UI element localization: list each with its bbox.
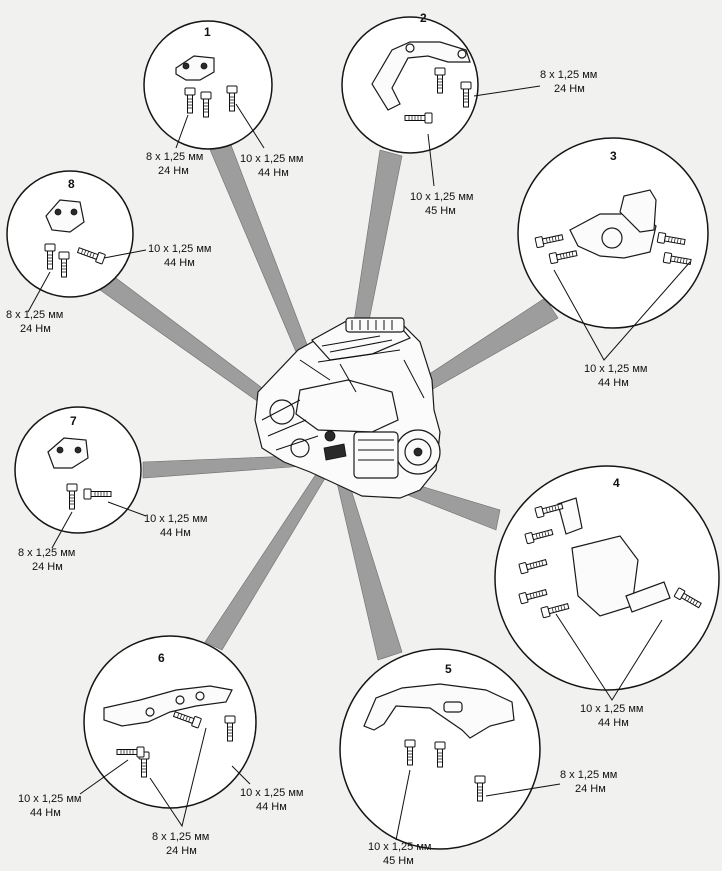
callout-number: 1	[204, 25, 211, 39]
bolt-size-label: 10 x 1,25 мм	[368, 841, 431, 853]
callout-7: 7	[14, 406, 142, 534]
bolt-size-label: 10 x 1,25 мм	[148, 243, 211, 255]
torque-label: 24 Нм	[158, 165, 189, 177]
torque-label: 45 Нм	[383, 855, 414, 867]
callout-number: 6	[158, 651, 165, 665]
callout-number: 8	[68, 177, 75, 191]
torque-label: 44 Нм	[160, 527, 191, 539]
torque-label: 44 Нм	[256, 801, 287, 813]
callout-number: 5	[445, 662, 452, 676]
torque-label: 45 Нм	[425, 205, 456, 217]
ray-5	[334, 469, 403, 661]
bracket-1	[175, 55, 215, 81]
callout-3: 3	[517, 137, 709, 329]
bracket-4a	[557, 497, 583, 535]
torque-label: 24 Нм	[166, 845, 197, 857]
callout-circle-7	[14, 406, 142, 534]
callout-6: 6	[83, 635, 257, 809]
callout-number: 7	[70, 414, 77, 428]
bolt-size-label: 8 x 1,25 мм	[560, 769, 617, 781]
torque-label: 44 Нм	[598, 717, 629, 729]
callout-circle-8	[6, 170, 134, 298]
torque-label: 24 Нм	[32, 561, 63, 573]
torque-label: 24 Нм	[575, 783, 606, 795]
bracket-7	[47, 437, 89, 469]
bracket-2	[371, 41, 471, 111]
callout-number: 3	[610, 149, 617, 163]
bracket-8	[45, 199, 85, 233]
bolt-size-label: 10 x 1,25 мм	[584, 363, 647, 375]
callout-1: 1	[143, 20, 273, 150]
bolt-size-label: 8 x 1,25 мм	[18, 547, 75, 559]
bolt-size-label: 10 x 1,25 мм	[18, 793, 81, 805]
ray-6	[204, 464, 331, 651]
callout-number: 4	[613, 476, 620, 490]
bolt-size-label: 8 x 1,25 мм	[152, 831, 209, 843]
engine-assembly	[254, 317, 441, 499]
torque-label: 44 Нм	[30, 807, 61, 819]
bolt-size-label: 10 x 1,25 мм	[580, 703, 643, 715]
callout-5: 5	[339, 648, 541, 850]
torque-label: 44 Нм	[258, 167, 289, 179]
torque-label: 24 Нм	[20, 323, 51, 335]
callout-number: 2	[420, 11, 427, 25]
callout-circle-2	[341, 16, 479, 154]
bracket-5	[363, 683, 515, 739]
torque-label: 44 Нм	[164, 257, 195, 269]
bolt-size-label: 8 x 1,25 мм	[146, 151, 203, 163]
bolt-size-label: 10 x 1,25 мм	[410, 191, 473, 203]
callout-4: 4	[494, 465, 720, 691]
callout-8: 8	[6, 170, 134, 298]
bolt-size-label: 10 x 1,25 мм	[144, 513, 207, 525]
callout-circle-1	[143, 20, 273, 150]
callout-2: 2	[341, 11, 479, 154]
bolt-size-label: 8 x 1,25 мм	[540, 69, 597, 81]
bolt-size-label: 8 x 1,25 мм	[6, 309, 63, 321]
torque-label: 44 Нм	[598, 377, 629, 389]
bolt-size-label: 10 x 1,25 мм	[240, 787, 303, 799]
torque-label: 24 Нм	[554, 83, 585, 95]
bolt-size-label: 10 x 1,25 мм	[240, 153, 303, 165]
